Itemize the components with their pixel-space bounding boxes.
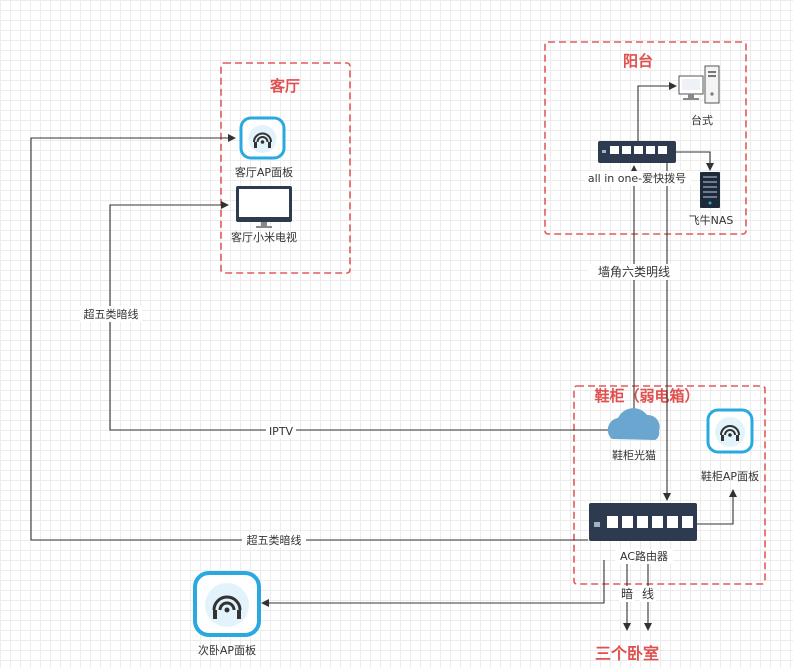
switch-icon [598,141,676,163]
nas-label: 飞牛NAS [689,213,734,227]
edge-router-to-second-ap [261,560,605,607]
wifi-panel-icon [239,116,286,160]
shoe-cabinet-zone: 鞋柜（弱电箱） [573,385,766,585]
edge-router-to-shoe-ap [697,489,737,525]
shoe-ap-node: 鞋柜AP面板 [701,408,759,483]
all-in-one-node: all in one-爱快拨号 [585,141,691,186]
wifi-panel-icon [193,571,261,637]
edge-label-iptv: IPTV [269,425,294,438]
balcony-zone: 阳台 [544,41,747,235]
living-room-title: 客厅 [269,77,300,95]
edge-label-hidden-2: 线 [642,587,654,601]
desktop-label: 台式 [691,113,713,127]
edge-label-hidden-1: 暗 [621,586,633,601]
ac-router-node: AC路由器 [589,503,697,564]
ont-label: 鞋柜光猫 [612,448,656,462]
living-ap-node: 客厅AP面板 [235,116,293,179]
balcony-title: 阳台 [623,52,653,70]
ac-router-label: AC路由器 [620,549,668,563]
cloud-icon [607,408,660,440]
desktop-node: 台式 [678,65,720,127]
shoe-ap-label: 鞋柜AP面板 [701,469,759,483]
desktop-computer-icon [678,65,720,104]
ont-node: 鞋柜光猫 [607,408,660,462]
all-in-one-label: all in one-爱快拨号 [588,171,686,185]
edge-aio-to-nas [676,151,714,171]
nas-node: 飞牛NAS [689,172,734,227]
edge-aio-to-desktop [637,82,677,141]
server-icon [700,172,720,208]
living-room-zone: 客厅 [220,62,351,274]
bedrooms-label: 三个卧室 [595,644,659,663]
living-tv-label: 客厅小米电视 [231,230,297,244]
edge-label-cat5e-ap: 超五类暗线 [247,533,302,547]
wifi-panel-icon [706,408,754,454]
edge-label-cat6-corner: 墙角六类明线 [598,265,670,279]
second-bedroom-ap-label: 次卧AP面板 [198,643,256,657]
edge-label-cat5e-tv: 超五类暗线 [84,307,139,321]
switch-icon [589,503,697,541]
second-bedroom-ap-node: 次卧AP面板 [193,571,261,657]
shoe-cabinet-title: 鞋柜（弱电箱） [594,387,699,405]
edge-ont-to-tv [109,201,608,431]
living-ap-label: 客厅AP面板 [235,165,293,179]
edge-router-to-living-ap [30,134,588,541]
monitor-icon [236,186,292,228]
living-tv-node: 客厅小米电视 [231,186,297,244]
